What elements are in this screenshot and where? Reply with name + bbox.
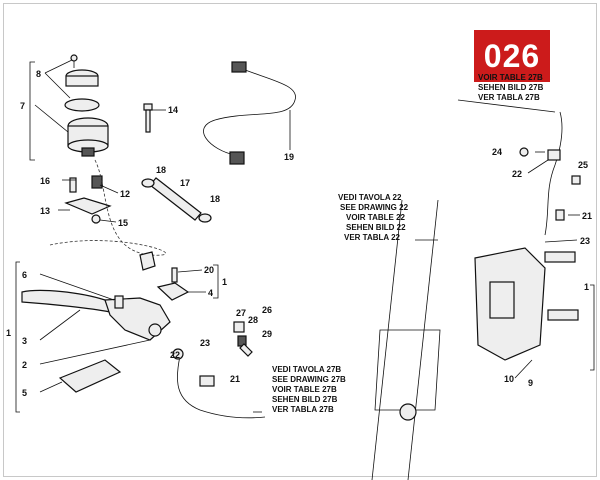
- label-2: 2: [22, 360, 27, 370]
- hose-17: [141, 177, 212, 223]
- label-21a: 21: [230, 374, 240, 384]
- label-29: 29: [262, 329, 272, 339]
- label-6: 6: [22, 270, 27, 280]
- sensor-cable: [203, 61, 296, 165]
- ref-middle-3: VOIR TABLE 22: [346, 213, 406, 222]
- label-10: 10: [504, 374, 514, 384]
- front-fork: [371, 199, 441, 480]
- ref-middle-5: VER TABLA 22: [344, 233, 401, 242]
- label-18a: 18: [156, 165, 166, 175]
- ref-middle-2: SEE DRAWING 22: [340, 203, 409, 212]
- bracket-1b: [213, 264, 219, 299]
- label-1b: 1: [6, 328, 11, 338]
- label-27: 27: [236, 308, 246, 318]
- label-15: 15: [118, 218, 128, 228]
- label-13: 13: [40, 206, 50, 216]
- brake-lever-assembly: [21, 251, 190, 341]
- rubber-pad: [58, 359, 122, 393]
- label-21b: 21: [582, 211, 592, 221]
- label-3: 3: [22, 336, 27, 346]
- bracket-7: [29, 61, 35, 161]
- label-8: 8: [36, 69, 41, 79]
- diagram-frame: [3, 3, 597, 477]
- ref-bottom-2: SEE DRAWING 27B: [272, 375, 346, 384]
- reservoir-assembly: [64, 54, 109, 157]
- bracket-parts: [64, 175, 112, 224]
- switch-parts: [233, 321, 253, 357]
- label-4: 4: [208, 288, 213, 298]
- hose-fittings: [519, 147, 581, 221]
- label-28: 28: [248, 315, 258, 325]
- hose-route: [49, 159, 166, 256]
- label-20: 20: [204, 265, 214, 275]
- brake-caliper: [474, 247, 579, 361]
- ref-middle-4: SEHEN BILD 22: [346, 223, 406, 232]
- bracket-1c: [590, 284, 595, 371]
- label-14: 14: [168, 105, 178, 115]
- bracket-1: [15, 261, 20, 413]
- hose-top-right: [544, 111, 563, 236]
- label-1c: 1: [584, 282, 589, 292]
- label-26: 26: [262, 305, 272, 315]
- label-5: 5: [22, 388, 27, 398]
- page-code-badge: 026: [474, 30, 550, 82]
- ref-top-right-1: VOIR TABLE 27B: [478, 73, 543, 82]
- bolt-14: [143, 103, 153, 133]
- label-9: 9: [528, 378, 533, 388]
- ref-bottom-3: VOIR TABLE 27B: [272, 385, 337, 394]
- label-22b: 22: [512, 169, 522, 179]
- label-12: 12: [120, 189, 130, 199]
- brake-hose: [172, 348, 266, 419]
- label-16: 16: [40, 176, 50, 186]
- label-22a: 22: [170, 350, 180, 360]
- ref-top-right-2: SEHEN BILD 27B: [478, 83, 544, 92]
- label-24: 24: [492, 147, 502, 157]
- ref-bottom-1: VEDI TAVOLA 27B: [272, 365, 341, 374]
- label-18b: 18: [210, 194, 220, 204]
- label-23a: 23: [200, 338, 210, 348]
- ref-bottom-4: SEHEN BILD 27B: [272, 395, 338, 404]
- ref-middle-1: VEDI TAVOLA 22: [338, 193, 402, 202]
- ref-bottom-5: VER TABLA 27B: [272, 405, 334, 414]
- label-17: 17: [180, 178, 190, 188]
- label-23b: 23: [580, 236, 590, 246]
- label-7: 7: [20, 101, 25, 111]
- ref-top-right-3: VER TABLA 27B: [478, 93, 540, 102]
- label-19: 19: [284, 152, 294, 162]
- label-25: 25: [578, 160, 588, 170]
- label-1a: 1: [222, 277, 227, 287]
